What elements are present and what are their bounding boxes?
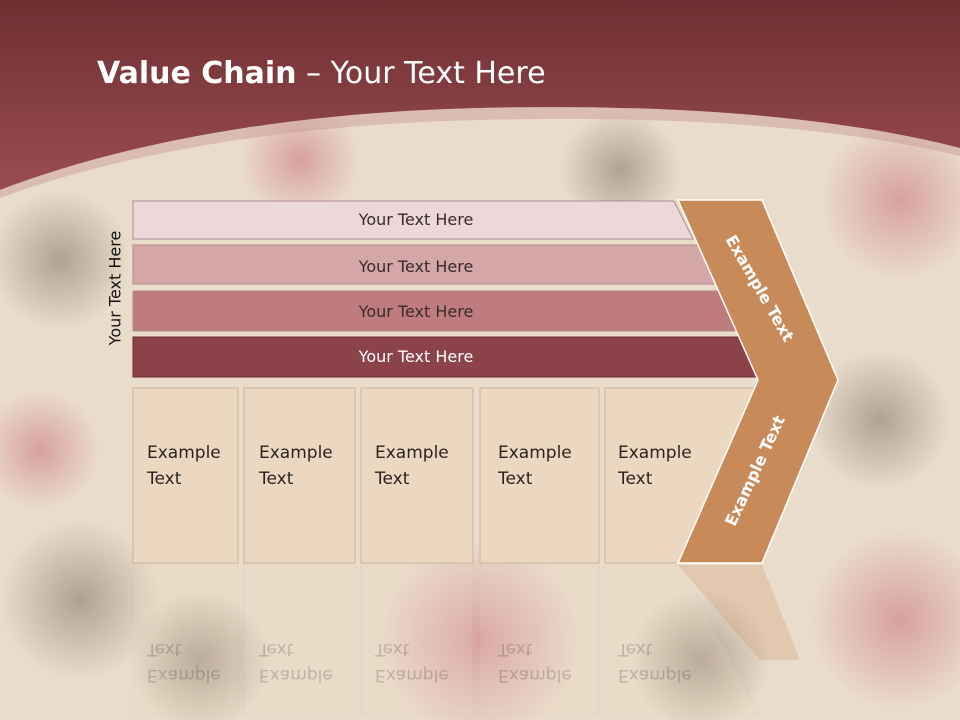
slide-title: Value Chain – Your Text Here bbox=[97, 54, 546, 94]
column-2-reflection-text: Example Text bbox=[259, 636, 349, 688]
row-4-label: Your Text Here bbox=[358, 347, 474, 366]
row-1-shape bbox=[132, 200, 694, 240]
title-bold: Value Chain bbox=[97, 56, 297, 91]
row-2-label: Your Text Here bbox=[358, 257, 474, 276]
column-5-reflection-line2: Text bbox=[618, 639, 653, 659]
column-1-line1: Example bbox=[147, 443, 221, 463]
column-5-reflection-line1: Example bbox=[618, 665, 692, 685]
column-2-box bbox=[243, 387, 356, 564]
column-4-line2: Text bbox=[498, 469, 533, 489]
chevron-shape bbox=[676, 199, 839, 564]
chevron-reflection bbox=[678, 565, 800, 660]
column-4-reflection-line2: Text bbox=[498, 639, 533, 659]
column-2-reflection-line1: Example bbox=[259, 665, 333, 685]
column-1-reflection-text: Example Text bbox=[147, 636, 237, 688]
column-4-reflection-text: Example Text bbox=[498, 636, 588, 688]
title-rest: – Your Text Here bbox=[296, 56, 546, 91]
column-5-line2: Text bbox=[618, 469, 653, 489]
row-3-label: Your Text Here bbox=[358, 302, 474, 321]
columns-reflection bbox=[132, 564, 761, 716]
column-2-line2: Text bbox=[259, 469, 294, 489]
column-1-line2: Text bbox=[147, 469, 182, 489]
column-3-reflection-line2: Text bbox=[375, 639, 410, 659]
column-4-reflection-line1: Example bbox=[498, 665, 572, 685]
column-1-reflection-line1: Example bbox=[147, 665, 221, 685]
column-3-box bbox=[360, 387, 474, 564]
column-3-reflection-text: Example Text bbox=[375, 636, 465, 688]
column-3-reflection-line1: Example bbox=[375, 665, 449, 685]
column-4-line1: Example bbox=[498, 443, 572, 463]
column-3-line2: Text bbox=[375, 469, 410, 489]
column-2-line1: Example bbox=[259, 443, 333, 463]
column-4-box bbox=[479, 387, 600, 564]
column-2-reflection-line2: Text bbox=[259, 639, 294, 659]
column-5-reflection-text: Example Text bbox=[618, 636, 708, 688]
column-1-box bbox=[132, 387, 239, 564]
column-3-line1: Example bbox=[375, 443, 449, 463]
column-5-line1: Example bbox=[618, 443, 692, 463]
row-1-label: Your Text Here bbox=[358, 210, 474, 229]
column-1-reflection-line2: Text bbox=[147, 639, 182, 659]
